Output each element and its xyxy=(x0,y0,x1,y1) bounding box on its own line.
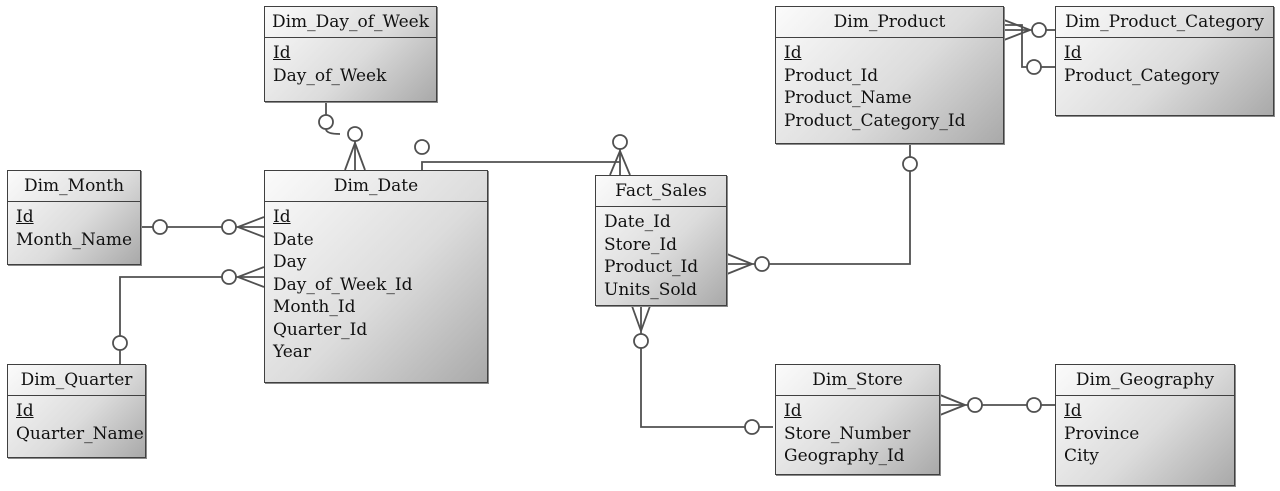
entity-fields: Id Store_Number Geography_Id xyxy=(776,396,939,468)
field-store-id: Store_Id xyxy=(604,234,677,255)
field-geography-id: Geography_Id xyxy=(784,446,905,466)
entity-title: Dim_Date xyxy=(265,171,487,202)
entity-fields: Id Province City xyxy=(1056,396,1234,468)
field-id: Id xyxy=(1064,43,1082,63)
field-product-name: Product_Name xyxy=(784,88,912,108)
rel-month-date xyxy=(141,216,265,238)
field-quarter-id: Quarter_Id xyxy=(273,319,368,340)
entity-dim-store[interactable]: Dim_Store Id Store_Number Geography_Id xyxy=(775,364,940,475)
field-id: Id xyxy=(273,207,291,227)
entity-title: Fact_Sales xyxy=(596,176,726,207)
field-id: Id xyxy=(16,207,34,227)
entity-fact-sales[interactable]: Fact_Sales Date_Id Store_Id Product_Id U… xyxy=(595,175,727,306)
field-id: Id xyxy=(784,43,802,63)
entity-title: Dim_Product_Category xyxy=(1056,7,1273,38)
field-product-category-id: Product_Category_Id xyxy=(784,110,966,131)
field-id: Id xyxy=(1064,401,1082,421)
field-id: Id xyxy=(273,43,291,63)
field-date: Date xyxy=(273,229,314,250)
field-province: Province xyxy=(1064,423,1140,444)
entity-dim-product[interactable]: Dim_Product Id Product_Id Product_Name P… xyxy=(775,6,1004,144)
entity-fields: Id Day_of_Week xyxy=(265,38,436,87)
rel-date-sales xyxy=(414,134,631,176)
field-month-name: Month_Name xyxy=(16,229,133,250)
entity-title: Dim_Day_of_Week xyxy=(265,7,436,38)
field-date-id: Date_Id xyxy=(604,212,671,232)
entity-fields: Id Quarter_Name xyxy=(8,396,145,445)
entity-dim-month[interactable]: Dim_Month Id Month_Name xyxy=(7,170,141,265)
rel-quarter-date xyxy=(112,266,265,364)
field-month-id: Month_Id xyxy=(273,297,356,317)
field-id: Id xyxy=(784,401,802,421)
entity-dim-product-category[interactable]: Dim_Product_Category Id Product_Category xyxy=(1055,6,1274,116)
field-day-of-week-id: Day_of_Week_Id xyxy=(273,274,413,295)
rel-category-product xyxy=(1003,19,1055,75)
entity-title: Dim_Geography xyxy=(1056,365,1234,396)
field-product-id: Product_Id xyxy=(604,257,699,277)
field-year: Year xyxy=(273,342,312,362)
rel-geography-store xyxy=(939,394,1055,416)
entity-dim-quarter[interactable]: Dim_Quarter Id Quarter_Name xyxy=(7,364,146,458)
entity-title: Dim_Quarter xyxy=(8,365,145,396)
entity-fields: Id Month_Name xyxy=(8,202,140,251)
field-day-of-week: Day_of_Week xyxy=(273,65,387,86)
entity-dim-date[interactable]: Dim_Date Id Date Day Day_of_Week_Id Mont… xyxy=(264,170,488,383)
entity-title: Dim_Product xyxy=(776,7,1003,38)
field-day: Day xyxy=(273,252,307,272)
field-quarter-name: Quarter_Name xyxy=(16,423,144,444)
entity-title: Dim_Store xyxy=(776,365,939,396)
rel-product-sales xyxy=(726,144,918,275)
entity-dim-geography[interactable]: Dim_Geography Id Province City xyxy=(1055,364,1235,486)
field-units-sold: Units_Sold xyxy=(604,279,697,300)
entity-fields: Id Date Day Day_of_Week_Id Month_Id Quar… xyxy=(265,202,487,364)
field-store-number: Store_Number xyxy=(784,423,911,444)
entity-fields: Id Product_Id Product_Name Product_Categ… xyxy=(776,38,1003,132)
field-product-category: Product_Category xyxy=(1064,65,1220,86)
rel-store-sales xyxy=(631,305,773,435)
field-product-id: Product_Id xyxy=(784,65,879,86)
rel-day-of-week-date xyxy=(318,102,366,171)
entity-dim-day-of-week[interactable]: Dim_Day_of_Week Id Day_of_Week xyxy=(264,6,437,102)
entity-fields: Date_Id Store_Id Product_Id Units_Sold xyxy=(596,207,726,301)
field-id: Id xyxy=(16,401,34,421)
entity-title: Dim_Month xyxy=(8,171,140,202)
field-city: City xyxy=(1064,446,1099,466)
entity-fields: Id Product_Category xyxy=(1056,38,1273,87)
